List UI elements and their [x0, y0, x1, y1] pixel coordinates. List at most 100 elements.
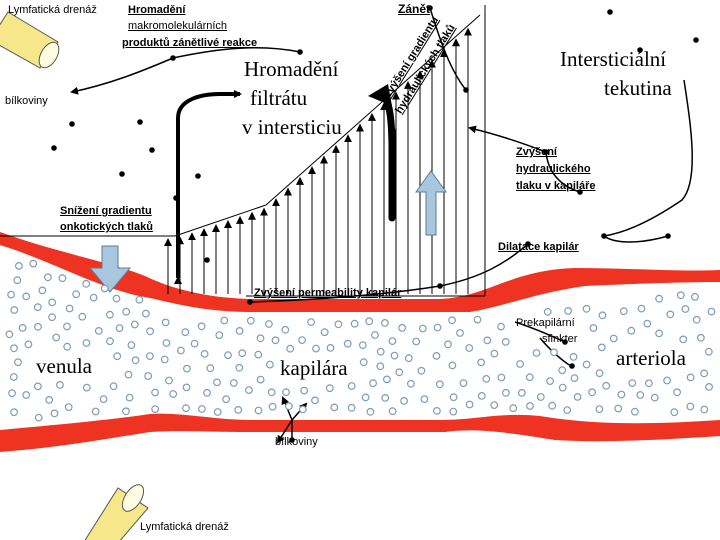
- particle-dot: [637, 47, 643, 53]
- blood-cell: [22, 292, 31, 301]
- macromolecule-label-3: produktů zánětlivé reakce: [122, 37, 258, 49]
- blood-cell: [614, 404, 623, 413]
- blood-cell: [501, 338, 510, 346]
- blood-cell: [161, 318, 170, 327]
- blood-cell: [222, 395, 231, 404]
- blood-cell: [151, 405, 160, 414]
- blood-cell: [145, 352, 154, 361]
- blood-cell: [298, 405, 307, 414]
- blood-cell: [267, 388, 276, 397]
- blood-cell: [636, 391, 645, 399]
- blood-cell: [705, 383, 713, 391]
- lymph-drainage-bottom-label: Lymfatická drenáž: [140, 521, 229, 533]
- blood-cell: [105, 310, 114, 319]
- blood-cell: [435, 380, 444, 389]
- proteins-left-label: bílkoviny: [5, 95, 48, 107]
- blood-cell: [388, 407, 397, 416]
- particle-dot: [693, 37, 699, 43]
- blood-cell: [286, 344, 295, 353]
- blood-cell: [516, 360, 524, 368]
- blood-cell: [266, 360, 274, 369]
- blood-cell: [465, 400, 474, 409]
- blood-cell: [597, 343, 606, 352]
- blood-cell: [48, 298, 57, 307]
- lymph-vessel-top: [0, 11, 60, 69]
- oncotic-label-2: onkotických tlaků: [60, 221, 153, 233]
- blood-cell: [420, 395, 429, 404]
- blood-cell: [44, 273, 52, 282]
- blood-cell: [52, 333, 61, 342]
- particle-dot: [173, 195, 179, 201]
- blood-cell: [655, 294, 663, 303]
- blood-cell: [448, 316, 457, 325]
- blood-cell: [697, 333, 705, 342]
- blood-cell: [502, 388, 510, 397]
- blood-cell: [271, 336, 280, 345]
- blood-cell: [235, 363, 244, 372]
- interstitial-label-1: Intersticiální: [560, 47, 667, 71]
- blood-cell: [412, 337, 421, 346]
- blood-cell: [282, 388, 290, 397]
- blood-cell: [326, 344, 335, 352]
- blood-cell: [106, 337, 114, 346]
- blood-cell: [536, 393, 545, 401]
- blood-cell: [700, 405, 709, 414]
- blood-cell: [206, 364, 215, 373]
- blood-cell: [162, 339, 171, 347]
- blood-cell: [627, 326, 636, 335]
- blood-cell: [404, 354, 413, 363]
- blood-cell: [10, 344, 18, 353]
- blood-cell: [122, 407, 130, 416]
- blood-cell: [146, 327, 155, 336]
- blood-cell: [244, 386, 253, 395]
- blood-cell: [127, 341, 136, 350]
- particle-dot: [247, 299, 253, 305]
- blood-cell: [130, 320, 139, 329]
- sphincter-label-2: sfinkter: [542, 333, 578, 345]
- blood-cell: [681, 305, 690, 313]
- blood-cell: [256, 334, 265, 343]
- particle-dot: [170, 55, 176, 61]
- inflammation-label: Zánět: [398, 2, 431, 16]
- blood-cell: [490, 401, 499, 410]
- blood-cell: [343, 339, 352, 348]
- blood-cell: [532, 349, 541, 357]
- blood-cell: [700, 369, 708, 378]
- blood-cell: [444, 340, 452, 349]
- blood-cell: [330, 403, 339, 412]
- blood-cell: [595, 369, 604, 378]
- blood-cell: [456, 329, 464, 337]
- blood-cell: [383, 375, 391, 384]
- blood-cell: [347, 403, 356, 412]
- particle-dot: [149, 147, 155, 153]
- blood-cell: [7, 290, 16, 299]
- blood-cell: [91, 407, 100, 416]
- particle-dot: [119, 171, 125, 177]
- blood-cell: [89, 293, 98, 302]
- blood-cell: [197, 322, 206, 331]
- blood-cell: [483, 336, 492, 345]
- blood-cell: [131, 356, 140, 365]
- blood-cell: [8, 389, 17, 398]
- vessel-wall-lower: [0, 413, 720, 452]
- blood-cell: [509, 404, 518, 413]
- blood-cell: [686, 373, 695, 382]
- blood-cell: [256, 375, 265, 384]
- particle-dot: [69, 121, 75, 127]
- blood-cell: [10, 408, 19, 417]
- blood-cell: [692, 315, 701, 324]
- blood-cell: [141, 309, 150, 318]
- blood-cell: [311, 396, 319, 405]
- blood-cell: [564, 307, 572, 315]
- particle-dot: [607, 9, 613, 15]
- blood-cell: [190, 339, 199, 348]
- macromolecule-label-2: makromolekulárních: [128, 20, 228, 32]
- particle-dot: [562, 339, 568, 345]
- blood-cell: [691, 293, 699, 301]
- blood-cell: [376, 362, 385, 371]
- filtrate-accumulation-arrow: [174, 90, 242, 284]
- blood-cell: [617, 390, 626, 399]
- blood-cell: [707, 307, 716, 316]
